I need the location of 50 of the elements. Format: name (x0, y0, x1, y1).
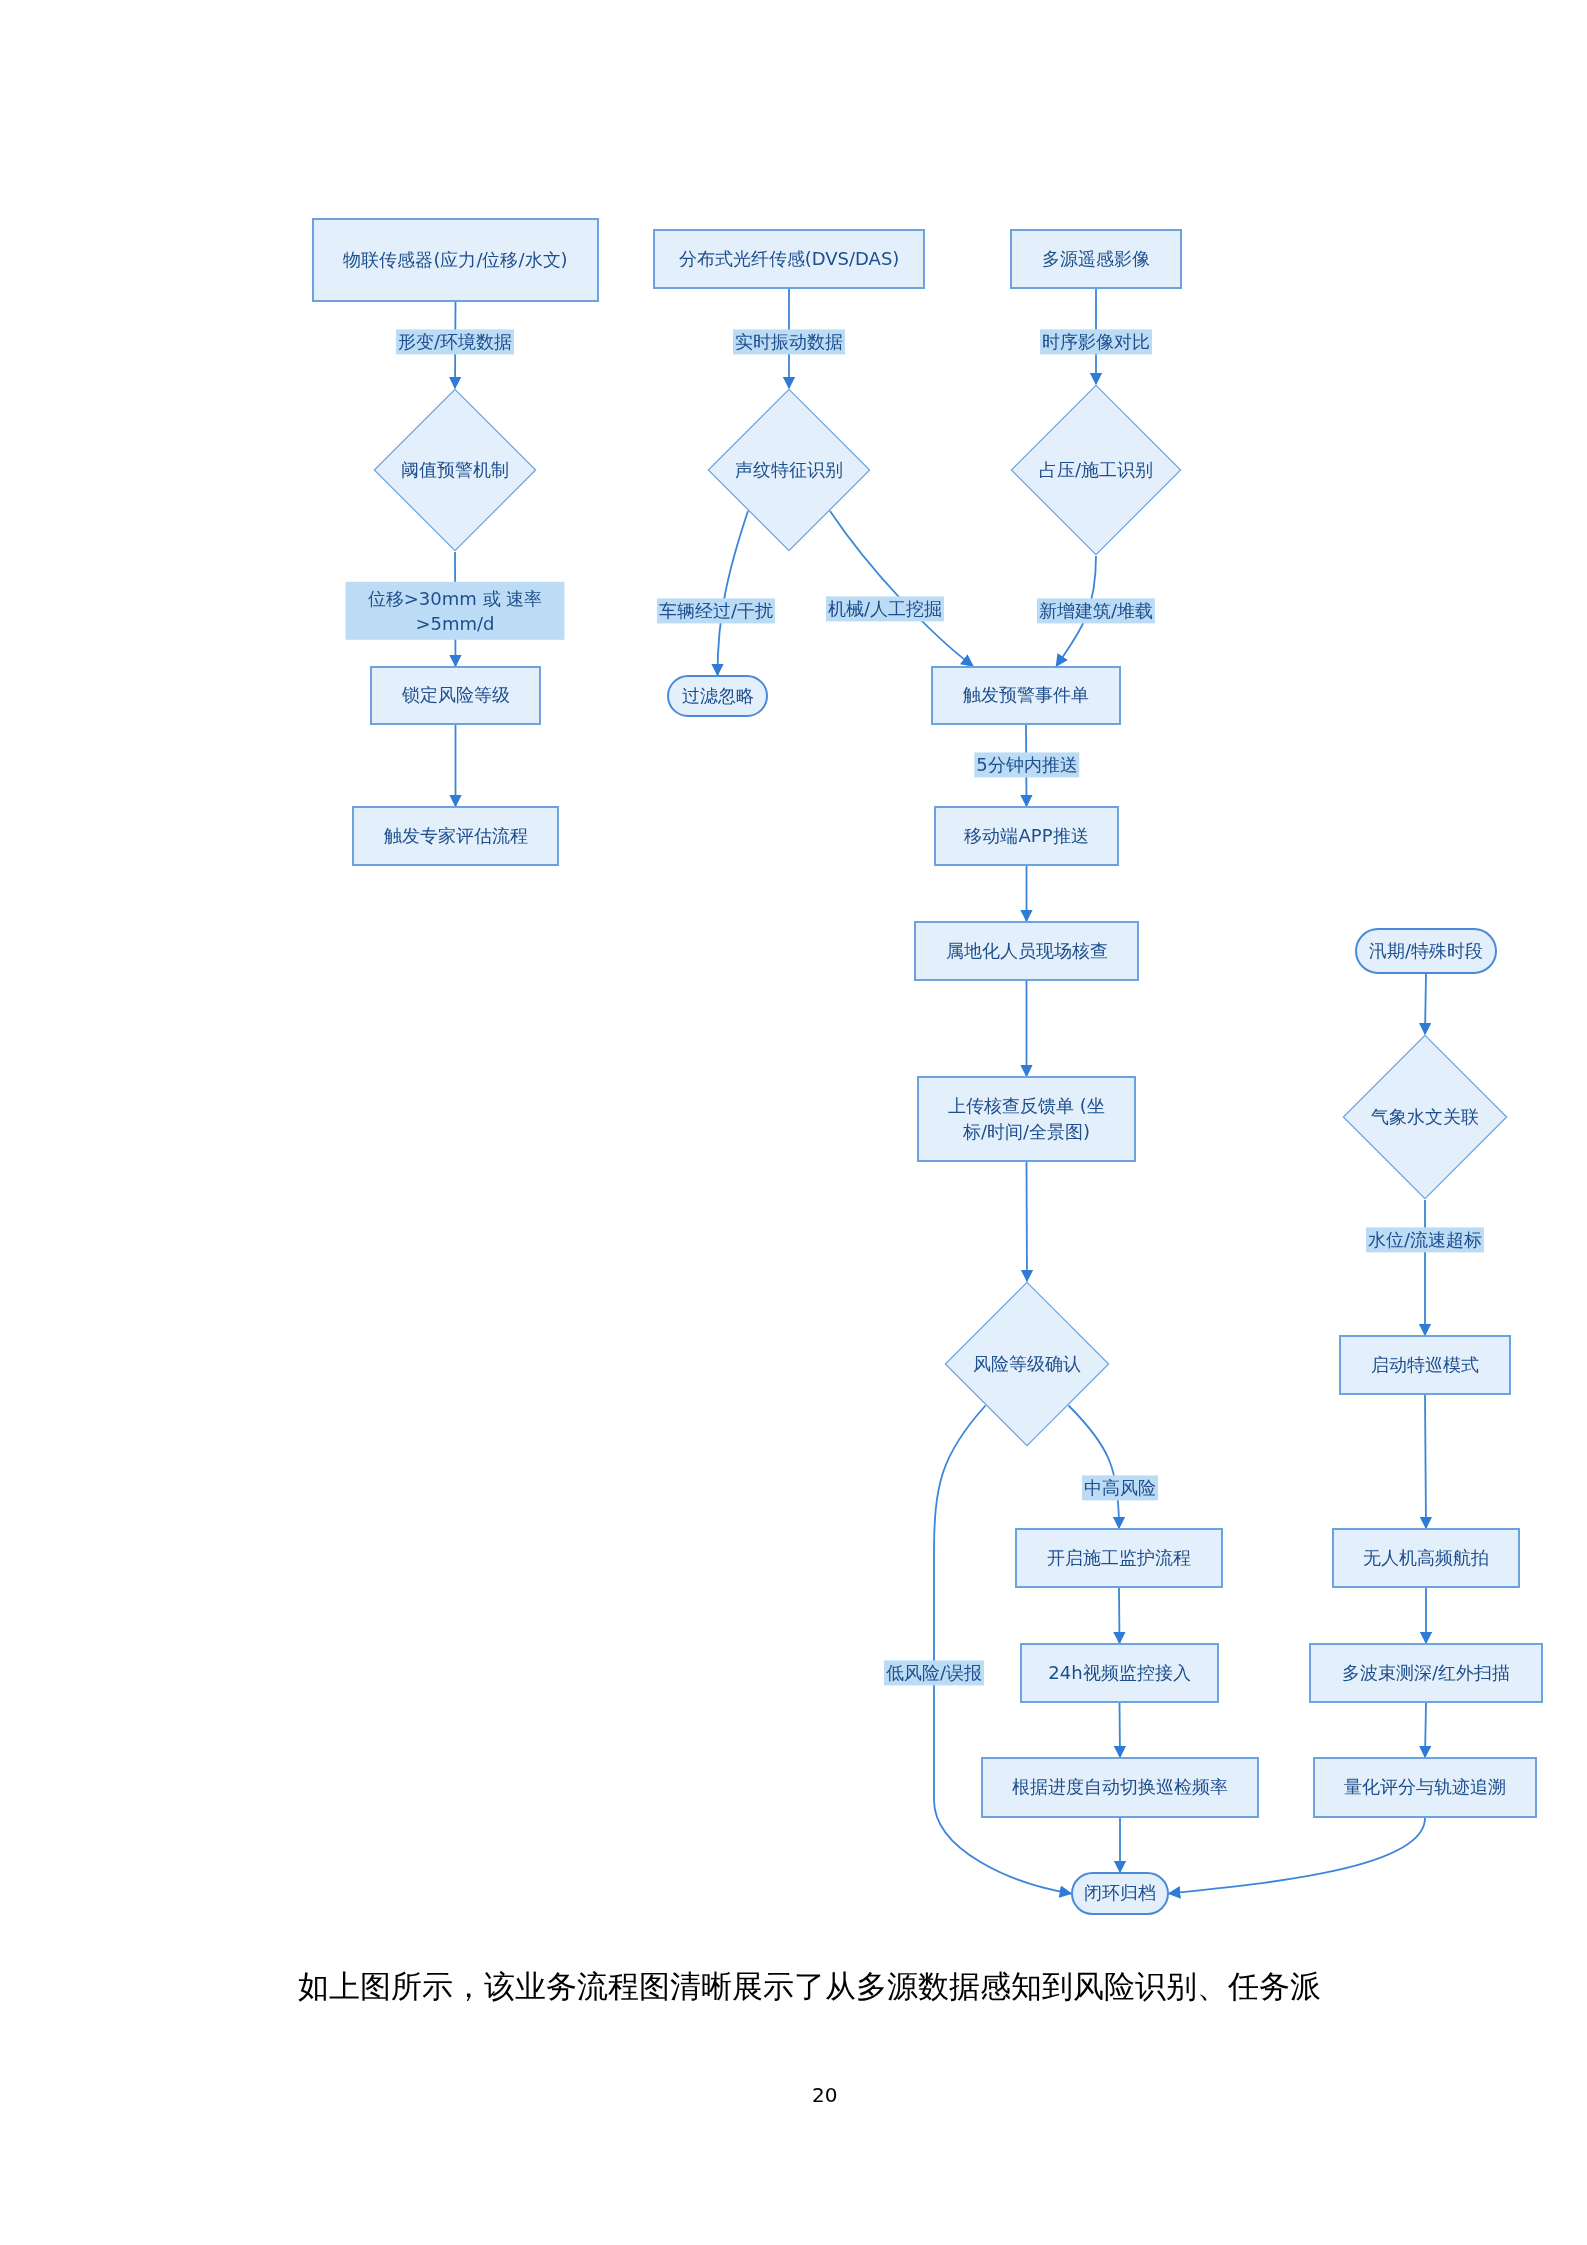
edge-label: 低风险/误报 (883, 1660, 985, 1686)
edge-label: 水位/流速超标 (1365, 1227, 1485, 1253)
process-box: 多源遥感影像 (1010, 229, 1182, 289)
terminal-box: 闭环归档 (1071, 1872, 1169, 1915)
terminal-box: 汛期/特殊时段 (1355, 928, 1497, 974)
process-box: 开启施工监护流程 (1015, 1528, 1223, 1588)
edge-label: 机械/人工挖掘 (825, 596, 945, 622)
process-box: 上传核查反馈单 (坐标/时间/全景图) (917, 1076, 1136, 1162)
edge-label: 实时振动数据 (733, 329, 845, 355)
process-box: 量化评分与轨迹追溯 (1313, 1757, 1537, 1818)
process-box: 触发专家评估流程 (352, 806, 559, 866)
process-box: 属地化人员现场核查 (914, 921, 1139, 981)
arrow (1113, 1817, 1127, 1874)
page-number: 20 (812, 2083, 838, 2107)
arrow (1167, 1817, 1426, 1899)
decision-diamond: 声纹特征识别 (707, 388, 871, 552)
body-text: 如上图所示，该业务流程图清晰展示了从多源数据感知到风险识别、任务派 (298, 1968, 1321, 2006)
process-box: 移动端APP推送 (934, 806, 1119, 866)
decision-diamond: 阈值预警机制 (373, 388, 537, 552)
process-box: 根据进度自动切换巡检频率 (981, 1757, 1259, 1818)
process-box: 触发预警事件单 (931, 666, 1121, 725)
edge-label: 中高风险 (1082, 1475, 1158, 1501)
arrow (1020, 1161, 1034, 1283)
arrow (1020, 865, 1033, 923)
arrow (449, 724, 462, 808)
arrow (1418, 1702, 1432, 1759)
process-box: 启动特巡模式 (1339, 1335, 1511, 1395)
decision-diamond: 气象水文关联 (1342, 1034, 1508, 1200)
process-box: 无人机高频航拍 (1332, 1528, 1520, 1588)
edge-label: 车辆经过/干扰 (656, 598, 776, 624)
edge-label: 新增建筑/堆载 (1036, 598, 1156, 624)
arrow (1020, 980, 1033, 1078)
decision-diamond: 风险等级确认 (944, 1281, 1110, 1447)
edge-label: 时序影像对比 (1040, 329, 1152, 355)
edge-label: 位移>30mm 或 速率 >5mm/d (345, 581, 565, 641)
terminal-box: 过滤忽略 (667, 675, 768, 717)
edge-label: 形变/环境数据 (395, 329, 515, 355)
decision-diamond: 占压/施工识别 (1010, 384, 1182, 556)
arrow (1419, 1394, 1433, 1530)
arrow (1113, 1702, 1127, 1759)
arrow (1419, 1587, 1433, 1645)
arrow (1113, 1587, 1126, 1645)
process-box: 锁定风险等级 (370, 666, 541, 725)
arrow (933, 1404, 1073, 1898)
arrow (1418, 973, 1432, 1036)
process-box: 物联传感器(应力/位移/水文) (312, 218, 599, 302)
process-box: 分布式光纤传感(DVS/DAS) (653, 229, 925, 289)
process-box: 多波束测深/红外扫描 (1309, 1643, 1543, 1703)
process-box: 24h视频监控接入 (1020, 1643, 1219, 1703)
edge-label: 5分钟内推送 (974, 752, 1080, 778)
